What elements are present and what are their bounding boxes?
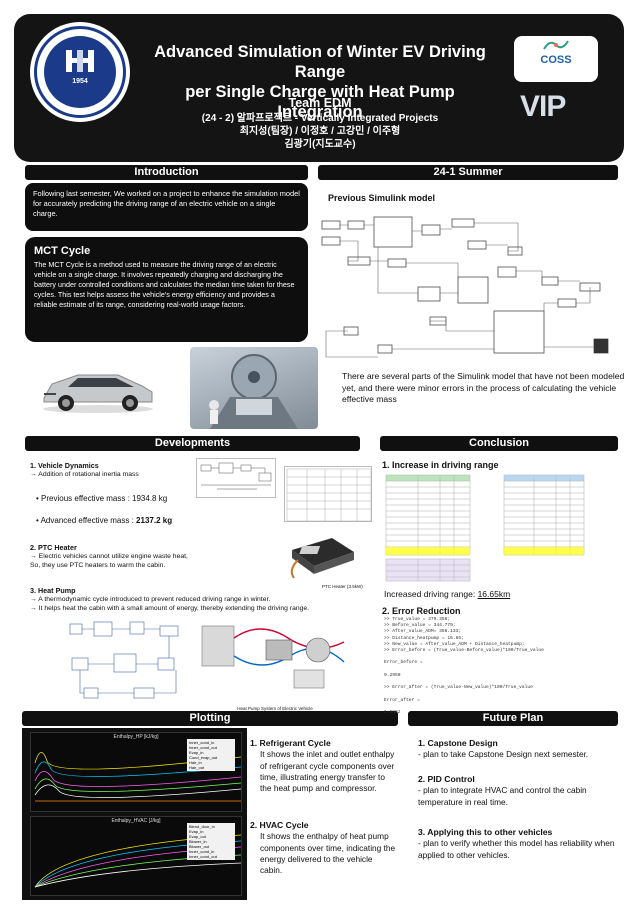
- refrigerant-cycle-title: 1. Refrigerant Cycle: [250, 738, 331, 748]
- error-reduction-title: 2. Error Reduction: [382, 606, 461, 616]
- capstone-text: - plan to take Capstone Design next seme…: [418, 749, 589, 760]
- developments-header: Developments: [25, 436, 360, 451]
- plot2-legend: Blend_door_in Evap_in Evap_out Blower_in…: [187, 823, 235, 860]
- pid-section: 2. PID Control - plan to integrate HVAC …: [418, 774, 623, 808]
- plot1-title: Enthalpy_HP [kJ/kg]: [113, 734, 159, 740]
- other-vehicles-section: 3. Applying this to other vehicles - pla…: [418, 827, 623, 861]
- mct-text: The MCT Cycle is a method used to measur…: [34, 260, 295, 309]
- heat-pump-line1: → A thermodynamic cycle introduced to pr…: [30, 596, 271, 603]
- vehicle-dynamics-diagram: [196, 458, 276, 498]
- plot2-title: Enthalpy_HVAC [J/kg]: [111, 818, 161, 824]
- enthalpy-hp-plot: Enthalpy_HP [kJ/kg] Inner_cond_in Inner_…: [30, 732, 242, 812]
- members-line: 최지성(팀장) / 이정호 / 고강민 / 이주형: [239, 126, 401, 137]
- hvac-cycle-section: 2. HVAC Cycle It shows the enthalpy of h…: [250, 820, 396, 876]
- team-name: Team EDM: [288, 96, 352, 110]
- advisor-line: 김광기(지도교수): [284, 139, 356, 150]
- capstone-title: 1. Capstone Design: [418, 738, 498, 748]
- summer-header: 24-1 Summer: [318, 165, 618, 180]
- enthalpy-plots: Enthalpy_HP [kJ/kg] Inner_cond_in Inner_…: [22, 728, 247, 900]
- vehicle-dynamics-section: 1. Vehicle Dynamics → Addition of rotati…: [30, 461, 220, 479]
- pid-text: - plan to integrate HVAC and control the…: [418, 785, 587, 807]
- vehicle-dynamics-line: → Addition of rotational inertia mass: [30, 471, 139, 478]
- simulink-note: There are several parts of the Simulink …: [342, 371, 625, 404]
- other-vehicles-title: 3. Applying this to other vehicles: [418, 827, 553, 837]
- increased-range: Increased driving range: 16.65km: [384, 589, 511, 599]
- heat-pump-caption: Heat Pump System of Electric Vehicle: [237, 706, 313, 711]
- other-vehicles-text: - plan to verify whether this model has …: [418, 838, 615, 860]
- range-comparison-tables: [384, 473, 620, 583]
- ptc-heater-caption: PTC Heater (3.5kW): [322, 584, 363, 589]
- introduction-text: Following last semester, We worked on a …: [25, 183, 308, 231]
- seal-year: 1954: [72, 78, 88, 85]
- wind-tunnel-lab-image: [190, 347, 318, 429]
- previous-model-title: Previous Simulink model: [328, 193, 436, 203]
- advanced-mass: • Advanced effective mass : 2137.2 kg: [36, 516, 173, 525]
- electric-car-image: [43, 374, 153, 413]
- ptc-heater-title: 2. PTC Heater: [30, 543, 77, 552]
- ptc-heater-line2: So, they use PTC heaters to warm the cab…: [30, 562, 166, 569]
- team-info: (24 - 2) 알파프로젝트 - Vertically Integrated …: [150, 112, 490, 151]
- hvac-cycle-title: 2. HVAC Cycle: [250, 820, 309, 830]
- matlab-error-code: >> True_value = 379.356; >> Before_value…: [384, 617, 544, 716]
- vehicle-dynamics-title: 1. Vehicle Dynamics: [30, 461, 99, 470]
- introduction-header: Introduction: [25, 165, 308, 180]
- capstone-section: 1. Capstone Design - plan to take Capsto…: [418, 738, 623, 761]
- heat-pump-system-image: Heat Pump System of Electric Vehicle: [196, 616, 354, 712]
- pid-title: 2. PID Control: [418, 774, 475, 784]
- poster-title: Advanced Simulation of Winter EV Driving…: [154, 43, 486, 121]
- plot1-legend: Inner_cond_in Inner_cond_out Evap_in Con…: [187, 739, 235, 771]
- heat-pump-simulink-diagram: [64, 618, 186, 706]
- previous-mass: • Previous effective mass : 1934.8 kg: [36, 494, 168, 503]
- heat-pump-section: 3. Heat Pump → A thermodynamic cycle int…: [30, 586, 370, 613]
- mct-title: MCT Cycle: [34, 245, 91, 257]
- mct-cycle-box: MCT Cycle The MCT Cycle is a method used…: [25, 237, 308, 342]
- plotting-header: Plotting: [22, 711, 398, 726]
- enthalpy-hvac-plot: Enthalpy_HVAC [J/kg] Blend_door_in Evap_…: [30, 816, 242, 896]
- ptc-heater-section: 2. PTC Heater → Electric vehicles cannot…: [30, 543, 260, 570]
- vip-logo: VIP: [520, 90, 566, 123]
- course-line: (24 - 2) 알파프로젝트 - Vertically Integrated …: [201, 113, 439, 124]
- coss-logo-icon: COSS: [514, 36, 598, 82]
- increase-title: 1. Increase in driving range: [382, 460, 499, 470]
- heat-pump-title: 3. Heat Pump: [30, 586, 76, 595]
- advanced-mass-value: 2137.2 kg: [136, 516, 173, 525]
- future-plan-header: Future Plan: [408, 711, 618, 726]
- ptc-heater-image: [284, 530, 360, 580]
- refrigerant-cycle-section: 1. Refrigerant Cycle It shows the inlet …: [250, 738, 396, 794]
- conclusion-header: Conclusion: [380, 436, 618, 451]
- increased-range-value: 16.65km: [477, 589, 511, 599]
- heat-pump-line2: → It helps heat the cabin with a small a…: [30, 605, 310, 612]
- hvac-cycle-text: It shows the enthalpy of heat pump compo…: [260, 831, 396, 876]
- refrigerant-cycle-text: It shows the inlet and outlet enthalpy o…: [260, 749, 395, 794]
- simulink-diagram: [318, 207, 613, 367]
- mass-parameter-table: [284, 466, 372, 522]
- inha-university-seal-icon: 1954: [30, 22, 130, 122]
- ptc-heater-line1: → Electric vehicles cannot utilize engin…: [30, 553, 188, 560]
